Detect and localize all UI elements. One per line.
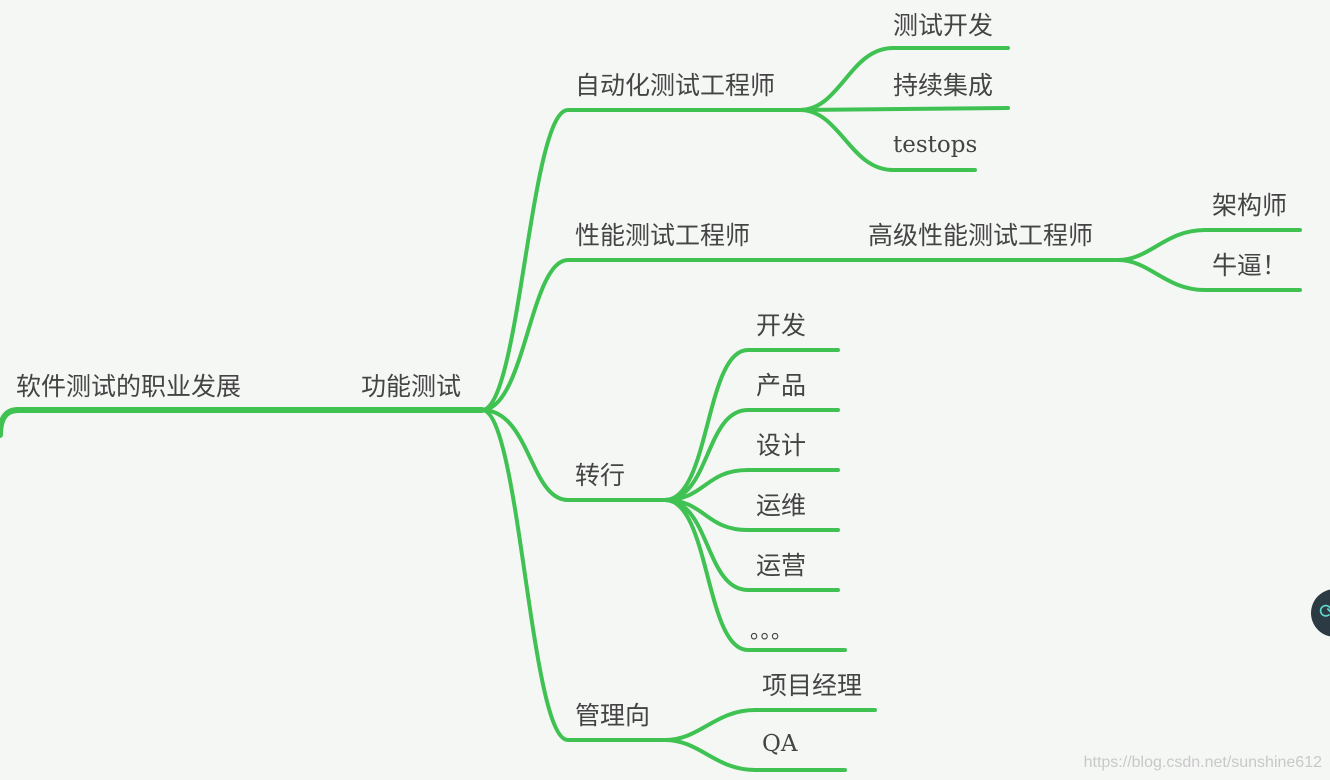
node-architect[interactable]: 架构师 [1212,191,1288,220]
connector-architect [1116,228,1302,262]
connector-continuous-integration [798,106,1010,112]
connector-career-change [480,408,667,502]
node-functional-testing[interactable]: 功能测试 [361,372,462,401]
node-performance-engineer[interactable]: 性能测试工程师 [575,221,751,250]
connector-product [663,408,840,502]
refresh-icon: ⟳ [1319,599,1330,623]
node-project-manager[interactable]: 项目经理 [762,671,863,700]
connector-design [663,468,840,502]
node-testops[interactable]: testops [893,132,978,158]
connector-automation [480,108,802,412]
watermark: https://blog.csdn.net/sunshine612 [1083,754,1322,771]
connector-project-manager [663,708,877,742]
node-product[interactable]: 产品 [756,371,807,400]
connector-testops [798,108,977,172]
node-operations[interactable]: 运维 [756,491,807,520]
connector-ellipsis [663,498,847,652]
node-test-development[interactable]: 测试开发 [893,11,994,40]
node-qa[interactable]: QA [762,731,798,757]
node-management[interactable]: 管理向 [575,701,651,730]
node-career-change[interactable]: 转行 [575,461,626,490]
connector-business-operations [663,498,840,592]
connector-management [480,408,667,742]
connector-root [0,407,265,438]
node-senior-performance-engineer[interactable]: 高级性能测试工程师 [868,221,1094,250]
node-root[interactable]: 软件测试的职业发展 [16,372,242,401]
connector-qa [663,738,847,772]
node-development[interactable]: 开发 [756,311,807,340]
node-automation-engineer[interactable]: 自动化测试工程师 [575,71,776,100]
connector-development [663,348,840,502]
node-continuous-integration[interactable]: 持续集成 [893,71,994,100]
refresh-button[interactable]: ⟳ [1311,589,1330,637]
connector-awesome [1116,258,1302,292]
node-design[interactable]: 设计 [756,431,807,460]
node-awesome[interactable]: 牛逼！ [1212,251,1288,280]
node-business-operations[interactable]: 运营 [756,551,807,580]
connector-test-development [798,46,1010,112]
node-ellipsis[interactable]: 。。。 [750,619,792,643]
connector-performance [480,258,772,412]
